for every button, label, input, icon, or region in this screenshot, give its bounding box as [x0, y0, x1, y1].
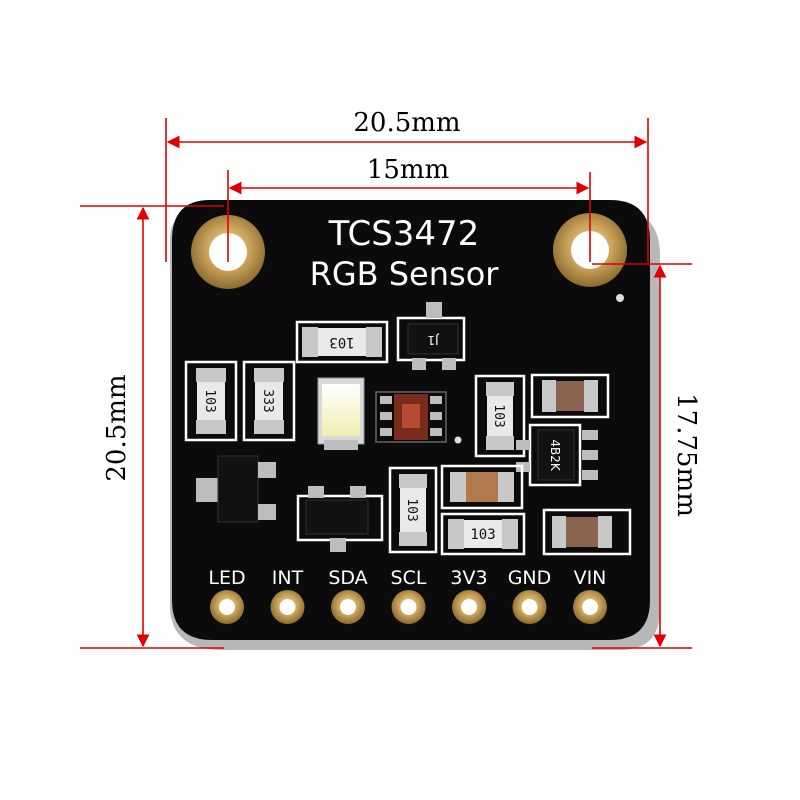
- pin-label-gnd: GND: [508, 567, 552, 589]
- transistor-left: [196, 455, 276, 523]
- capacitor-bottom-right: [542, 508, 632, 556]
- pin-hole-3v3: [461, 599, 477, 615]
- pin-hole-int: [279, 599, 296, 615]
- fiducial-dot-2: [454, 436, 462, 444]
- pin-hole-sda: [340, 599, 356, 615]
- resistor-left-1: 103: [184, 360, 238, 442]
- transistor-center: [296, 486, 384, 552]
- tcs3472-sensor-chip: [375, 391, 447, 443]
- resistor-bottom: 103: [440, 512, 526, 556]
- board-title-line1: TCS3472: [328, 214, 480, 254]
- pin-label-int: INT: [272, 567, 304, 589]
- regulator-ic: 4B2K: [516, 423, 598, 487]
- resistor-lower-code: 103: [404, 498, 419, 521]
- pin-label-3v3: 3V3: [450, 567, 487, 589]
- dimension-lines: [80, 118, 692, 649]
- resistor-left-2: 333: [242, 360, 296, 442]
- transistor-top: J1: [396, 302, 466, 370]
- resistor-lower: 103: [388, 466, 438, 554]
- pin-hole-scl: [400, 599, 417, 615]
- pin-label-scl: SCL: [391, 567, 427, 589]
- resistor-top: 103: [295, 320, 389, 364]
- resistor-top-code: 103: [329, 334, 354, 350]
- resistor-left-2-code: 333: [260, 389, 275, 412]
- white-led: [317, 377, 365, 450]
- pin-label-sda: SDA: [328, 567, 367, 589]
- dimension-outer-width: 20.5mm: [353, 108, 460, 138]
- capacitor-middle: [440, 464, 524, 510]
- resistor-bottom-code: 103: [470, 527, 495, 543]
- pin-label-led: LED: [208, 567, 245, 589]
- capacitor-top-right: [530, 373, 610, 419]
- transistor-top-code: J1: [427, 333, 439, 347]
- pin-hole-led: [219, 599, 235, 615]
- pin-hole-gnd: [521, 599, 538, 615]
- pin-header: LED INT SDA SCL 3V3 GND VIN: [208, 567, 607, 624]
- resistor-left-1-code: 103: [202, 389, 217, 412]
- dimension-hole-height: 17.75mm: [671, 393, 701, 517]
- dimension-outer-height: 20.5mm: [102, 374, 132, 481]
- pin-label-vin: VIN: [574, 567, 607, 589]
- board-title-line2: RGB Sensor: [310, 255, 500, 293]
- regulator-ic-code: 4B2K: [548, 439, 562, 472]
- pin-hole-vin: [582, 599, 598, 615]
- resistor-mid: 103: [474, 374, 526, 458]
- resistor-mid-code: 103: [491, 404, 506, 427]
- fiducial-dot: [616, 294, 624, 302]
- dimension-hole-spacing: 15mm: [367, 155, 449, 185]
